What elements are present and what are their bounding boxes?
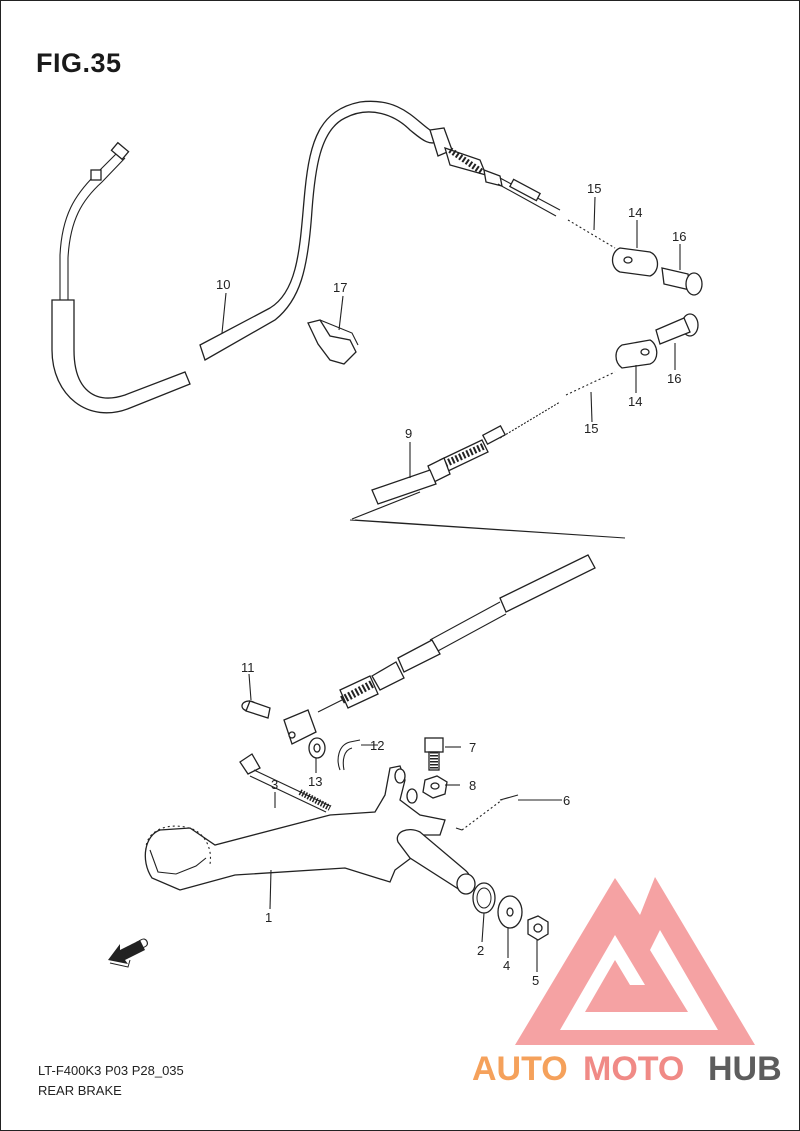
spring-15-lower (565, 371, 616, 396)
footer-code: LT-F400K3 P03 P28_035 (38, 1063, 184, 1078)
label-part-16-lower: 16 (667, 371, 681, 386)
spring-6 (455, 794, 519, 831)
nut-5 (527, 915, 549, 941)
adjuster-14-upper (611, 247, 659, 277)
watermark-moto: MOTO (583, 1050, 684, 1088)
label-part-10: 10 (216, 277, 230, 292)
fwd-arrow: FWD (108, 934, 151, 968)
watermark-logo (515, 877, 755, 1045)
label-part-12: 12 (370, 738, 384, 753)
label-part-7: 7 (469, 740, 476, 755)
circlip-2 (472, 882, 496, 914)
watermark-text: AUTO MOTO HUB (472, 1050, 782, 1088)
pin-16-upper (661, 267, 703, 296)
label-part-9: 9 (405, 426, 412, 441)
nut-8 (422, 775, 448, 799)
label-part-2: 2 (477, 943, 484, 958)
leader-lines (221, 196, 681, 972)
watermark-auto: AUTO (472, 1050, 568, 1088)
watermark-hub: HUB (708, 1050, 782, 1088)
washer-4 (497, 895, 523, 929)
cable-10 (51, 100, 561, 414)
bolt-3 (239, 753, 332, 813)
label-part-16-upper: 16 (672, 229, 686, 244)
footer-name: REAR BRAKE (38, 1083, 122, 1098)
label-part-5: 5 (532, 973, 539, 988)
label-part-14-lower: 14 (628, 394, 642, 409)
label-part-4: 4 (503, 958, 510, 973)
cotter-pin-12 (337, 739, 361, 771)
washer-13 (308, 737, 326, 759)
label-part-6: 6 (563, 793, 570, 808)
clamp-17 (307, 319, 359, 365)
label-part-13: 13 (308, 774, 322, 789)
bolt-7 (424, 737, 444, 771)
label-part-8: 8 (469, 778, 476, 793)
label-part-1: 1 (265, 910, 272, 925)
figure-title: FIG.35 (36, 48, 122, 78)
label-part-11: 11 (241, 660, 255, 675)
spring-15-upper (567, 219, 616, 249)
label-part-15-lower: 15 (584, 421, 598, 436)
brake-pedal-1 (144, 765, 476, 895)
label-part-3: 3 (271, 777, 278, 792)
label-part-14-upper: 14 (628, 205, 642, 220)
label-part-17: 17 (333, 280, 347, 295)
pin-11 (241, 700, 271, 719)
cable-9 (283, 401, 626, 745)
adjuster-14-lower (615, 339, 658, 369)
pin-16-lower (655, 313, 699, 345)
label-part-15-upper: 15 (587, 181, 601, 196)
fwd-label: FWD (118, 934, 151, 961)
